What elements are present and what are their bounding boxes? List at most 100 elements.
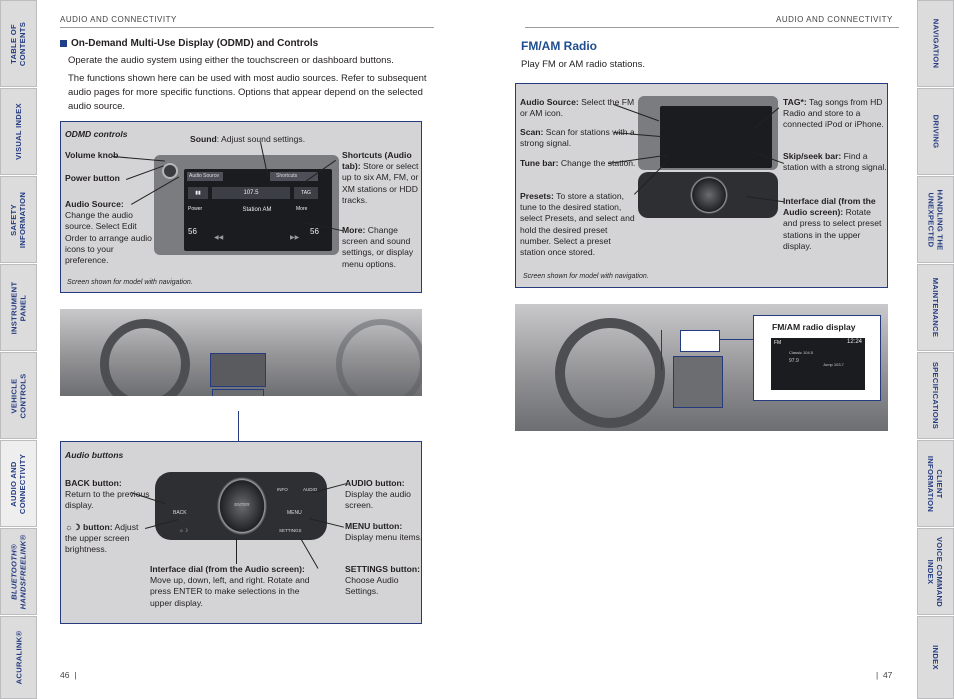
callout-text: Select the FM or AM icon. [520,97,635,119]
skip-back-icon[interactable]: ◀◀ [214,235,224,241]
volume-knob-label: Volume knob [65,150,119,160]
heading-bullet [60,40,67,47]
power-button-label: Power button [65,173,120,183]
radio-display-screen: FM 12:24 97.9 Classic 104.5 Jump 103.7 [771,338,865,390]
connector-line [238,411,239,441]
tab-label: ACURALINK® [14,630,24,685]
callout-text: : Adjust sound settings. [216,134,306,144]
page-number: 46 [60,670,70,680]
control-panel-image: ENTER BACK MENU SETTINGS INFO AUDIO ☼☽ [155,472,327,540]
panel-title: Audio buttons [65,450,124,460]
callout-label: Presets: [520,191,554,201]
callout-text: Scan for stations with a strong signal. [520,127,635,149]
tab-driving[interactable]: DRIVING [917,88,954,175]
interface-dial[interactable] [690,176,728,214]
callout-text: Display menu items. [345,532,423,543]
tab-specifications[interactable]: SPECIFICATIONS [917,352,954,439]
tune-bar[interactable]: 107.5 [212,187,290,199]
tab-voice-command-index[interactable]: VOICE COMMAND INDEX [917,528,954,615]
station-item: Classic 104.5 [789,350,814,355]
dial-callout: Interface dial (from the Audio screen): … [150,564,310,609]
callout-text: Change the audio source. Select Edit Ord… [65,210,152,266]
skip-forward-icon[interactable]: ▶▶ [290,235,300,241]
interface-dial[interactable]: ENTER [217,477,267,535]
page-title: FM/AM Radio [521,39,597,53]
display-highlight [680,330,720,352]
band-label: FM [774,340,782,346]
tab-label: VEHICLE CONTROLS [9,372,28,419]
scan-callout: Scan: Scan for stations with a strong si… [520,127,636,149]
callout-text: Return to the previous display. [65,489,150,511]
odmd-screen: Audio Source Shortcuts ▮▮ 107.5 TAG Stat… [184,169,332,251]
fmam-panel: Audio Source: Select the FM or AM icon. … [515,83,888,288]
callout-label: TAG*: [783,97,807,107]
steering-wheel-image [555,318,665,428]
brightness-button-icon[interactable]: ☼☽ [179,528,189,534]
tag-button[interactable]: TAG [294,187,318,199]
callout-label: More: [342,225,366,235]
tab-bluetooth-handsfreelink[interactable]: BLUETOOTH® HANDSFREELINK® [0,528,37,615]
running-head-right: AUDIO AND CONNECTIVITY [776,15,893,24]
connector-line [661,330,662,370]
more-callout: More: Change screen and sound settings, … [342,225,422,270]
brightness-icon: ☼☽ [65,522,81,532]
callout-text: Tag songs from HD Radio and store to a c… [783,97,884,130]
fmam-display-callout: FM/AM radio display FM 12:24 97.9 Classi… [753,315,881,401]
tab-client-information[interactable]: CLIENT INFORMATION [917,440,954,527]
buttons-highlight [212,389,264,396]
tab-audio-connectivity[interactable]: AUDIO AND CONNECTIVITY [0,440,37,527]
more-button[interactable]: More [296,206,308,212]
callout-text: Change screen and sound settings, or dis… [342,225,414,269]
tab-navigation[interactable]: NAVIGATION [917,0,954,87]
callout-label: Shortcuts (Audio tab): [342,150,412,172]
audio-source-button[interactable]: Audio Source [187,172,223,181]
station-item: Jump 103.7 [823,362,844,367]
enter-label: ENTER [234,502,250,507]
header-rule [60,27,434,28]
info-button[interactable]: INFO [277,487,288,492]
tab-table-of-contents[interactable]: TABLE OF CONTENTS [0,0,37,87]
callout-text: Store or select up to six AM, FM, or XM … [342,161,419,205]
shortcuts-tab[interactable]: Shortcuts [270,172,318,181]
tab-safety-information[interactable]: SAFETY INFORMATION [0,176,37,263]
audio-source-callout: Audio Source: Select the FM or AM icon. [520,97,636,119]
settings-button[interactable]: SETTINGS [279,528,302,533]
tab-label: SAFETY INFORMATION [9,191,28,248]
tab-label: VISUAL INDEX [14,103,24,160]
menu-button[interactable]: MENU [287,510,302,516]
left-tab-strip: TABLE OF CONTENTS VISUAL INDEX SAFETY IN… [0,0,37,699]
tab-index[interactable]: INDEX [917,616,954,699]
console-highlight [673,356,723,408]
vent-image [336,319,422,396]
callout-label: Audio Source: [520,97,579,107]
tab-label: AUDIO AND CONNECTIVITY [9,453,28,514]
section-heading: On-Demand Multi-Use Display (ODMD) and C… [60,38,318,49]
tab-maintenance[interactable]: MAINTENANCE [917,264,954,351]
head-unit-image [638,96,778,170]
tab-handling-unexpected[interactable]: HANDLING THE UNEXPECTED [917,176,954,263]
right-number: 56 [310,227,319,236]
callout-label: Interface dial (from the Audio screen): [150,564,305,574]
tab-label: DRIVING [931,114,940,149]
tab-vehicle-controls[interactable]: VEHICLE CONTROLS [0,352,37,439]
radio-screen [660,106,772,168]
page-number-left: 46 | [60,670,77,680]
audio-source-callout: Audio Source:Change the audio source. Se… [65,199,153,266]
callout-text: Adjust the upper screen brightness. [65,522,139,555]
callout-label: Skip/seek bar: [783,151,842,161]
callout-label: MENU button: [345,521,403,531]
callout-label: Scan: [520,127,544,137]
tab-acuralink[interactable]: ACURALINK® [0,616,37,699]
skip-seek-callout: Skip/seek bar: Find a station with a str… [783,151,887,173]
audio-button[interactable]: AUDIO [303,487,318,492]
connector-line [720,339,754,340]
power-label[interactable]: Power [188,206,203,212]
tag-callout: TAG*: Tag songs from HD Radio and store … [783,97,887,131]
scan-icon[interactable]: ▮▮ [188,187,208,199]
back-button[interactable]: BACK [173,510,187,516]
tab-visual-index[interactable]: VISUAL INDEX [0,88,37,175]
menu-button-callout: MENU button:Display menu items. [345,521,423,543]
dial-callout: Interface dial (from the Audio screen): … [783,196,887,252]
tab-label: NAVIGATION [931,18,941,69]
tab-instrument-panel[interactable]: INSTRUMENT PANEL [0,264,37,351]
